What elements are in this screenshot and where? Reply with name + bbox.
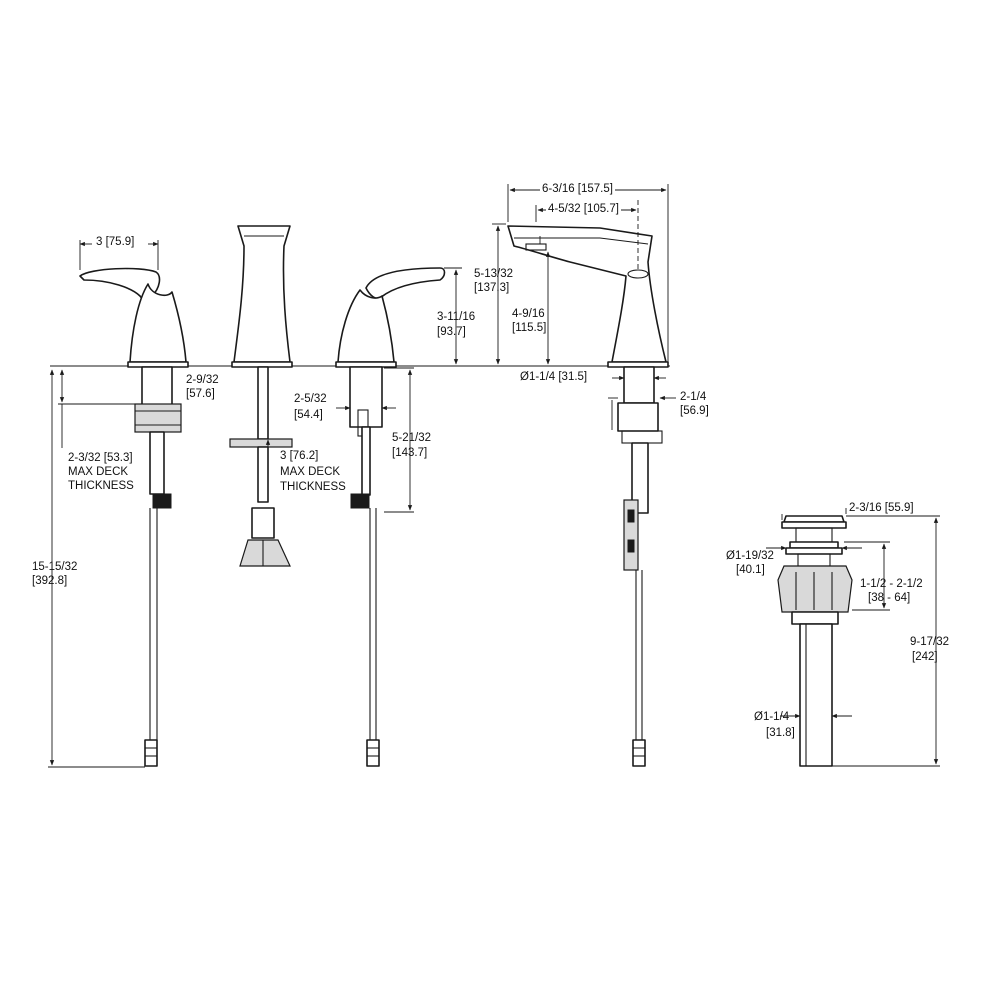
right-handle-body [337, 289, 395, 363]
spout-front-body [233, 225, 291, 363]
spout-shank-mm-label: [56.9] [680, 405, 709, 417]
left-valve-stem [149, 431, 165, 495]
overall-length-inch-label: 15-15/32 [32, 561, 78, 573]
overall-length-mm-label: [392.8] [32, 575, 68, 587]
center-spout-assembly [229, 225, 293, 567]
deck-thickness-center-label-3: THICKNESS [280, 481, 346, 493]
valve-length-mm-label: [143.7] [392, 447, 428, 459]
drain-gasket [791, 611, 839, 625]
drain-flange-inch-label: Ø1-19/32 [726, 550, 774, 562]
drain-length-inch-label: 9-17/32 [910, 636, 950, 648]
spout-outlet-inch-label: 4-9/16 [512, 308, 545, 320]
deck-thickness-left-label-3: THICKNESS [68, 480, 134, 492]
drain-length-mm-label: [242] [912, 651, 938, 663]
drain-range-mm-label: [38 - 64] [868, 592, 911, 604]
spout-shank-inch-label: 2-1/4 [680, 391, 707, 403]
deck-thickness-center-label: 3 [76.2] [280, 450, 319, 462]
valve-body-mm-label: [54.4] [294, 409, 323, 421]
left-handle-body [129, 283, 187, 363]
spout-front-connector [251, 507, 275, 539]
deck-thickness-left-label-2: MAX DECK [68, 466, 129, 478]
drain-cap-label: 2-3/16 [55.9] [849, 502, 914, 514]
left-connector [152, 493, 172, 509]
spout-shank-diameter-label: Ø1-1/4 [31.5] [520, 371, 588, 383]
spout-side-bracket [617, 402, 659, 432]
handle-height-mm-label: [93.7] [437, 326, 466, 338]
right-handle-assembly [335, 267, 446, 767]
spout-front-tee [239, 539, 291, 567]
valve-body-inch-label: 2-5/32 [294, 393, 327, 405]
drain-tailpiece [799, 623, 833, 767]
spout-side-shank [623, 366, 655, 404]
drain-tail-inch-label: Ø1-1/4 [754, 711, 790, 723]
spout-side-body [507, 225, 667, 363]
handle-height-inch-label: 3-11/16 [437, 311, 476, 323]
spout-side-fitting [632, 739, 646, 767]
spout-base-inch-label: 2-9/32 [186, 374, 219, 386]
drain-body-nut [777, 565, 853, 613]
drain-flange [789, 541, 839, 549]
spout-height-mm-label: [137.3] [474, 282, 510, 294]
spout-height-inch-label: 5-13/32 [474, 268, 514, 280]
left-handle-assembly [79, 267, 189, 767]
deck-thickness-left-label: 2-3/32 [53.3] [68, 452, 133, 464]
left-mounting-nut [134, 403, 182, 433]
left-valve-shank [141, 366, 173, 406]
handle-reach-label: 3 [75.9] [96, 236, 135, 248]
spout-reach-label: 6-3/16 [157.5] [540, 183, 615, 196]
right-supply-fitting [366, 739, 380, 767]
drain-cap [783, 515, 845, 523]
right-valve-body [349, 366, 383, 428]
deck-thickness-center-label-2: MAX DECK [280, 466, 341, 478]
spout-base-mm-label: [57.6] [186, 388, 215, 400]
spout-side-stem [631, 442, 649, 514]
left-supply-fitting [144, 739, 158, 767]
spout-outlet-mm-label: [115.5] [512, 322, 547, 334]
right-lever [365, 267, 446, 300]
right-valve-stem [361, 426, 371, 496]
right-connector [350, 493, 370, 509]
spout-reach-inner-label: 4-5/32 [105.7] [546, 203, 621, 216]
spout-front-shank [257, 366, 269, 440]
spout-side-assembly [507, 225, 669, 767]
drain-flange-mm-label: [40.1] [736, 564, 765, 576]
valve-length-inch-label: 5-21/32 [392, 432, 432, 444]
drain-tail-mm-label: [31.8] [766, 727, 795, 739]
spout-mounting-bracket [229, 438, 293, 448]
drain-cap-rim [781, 521, 847, 529]
popup-drain-assembly [777, 515, 853, 767]
drain-range-inch-label: 1-1/2 - 2-1/2 [860, 578, 923, 590]
spout-front-stem [257, 446, 269, 503]
